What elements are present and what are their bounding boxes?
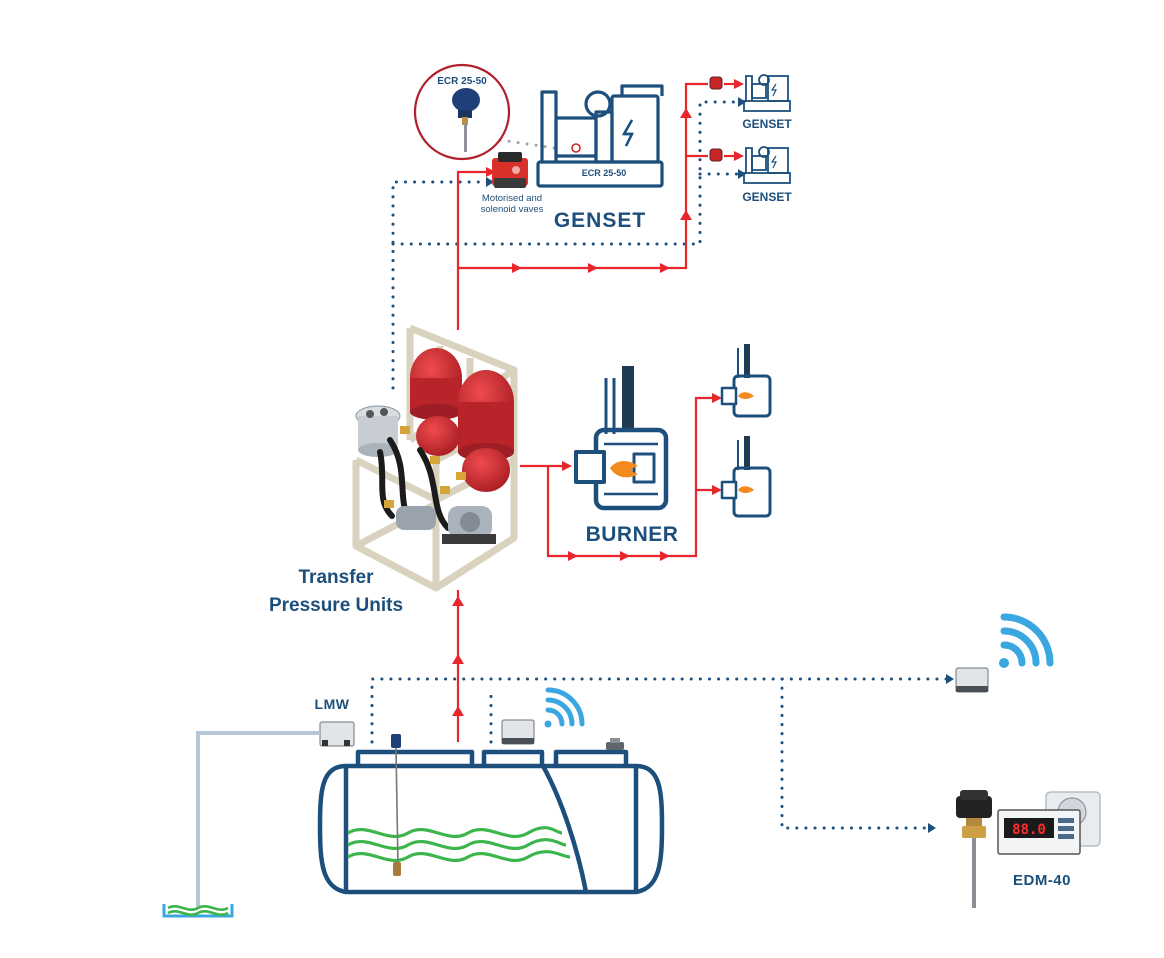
fuel-arrow-valve [486,167,496,177]
ecr-plate-label: ECR 25-50 [582,168,627,178]
tpu-label-line2: Pressure Units [269,595,403,616]
burner-small-1-icon [720,344,772,418]
fuel-arrow-burner-small-2 [712,485,722,495]
signal-arrowheads [486,97,954,833]
fuel-arrow-burner [562,461,572,471]
ecr-badge-label: ECR 25-50 [437,76,487,87]
fuel-arrow-burner-small-1 [712,393,722,403]
arrowhead-edm [928,823,936,833]
fuel-arrow-bypass-1 [568,551,578,561]
fuel-arrow-bypass-2 [620,551,630,561]
wifi-icon [999,613,1054,668]
arrowhead-transmitter-right [946,674,954,684]
fuel-line-to-genset-branch [458,82,708,270]
flame-icon [610,461,638,478]
arrowhead-genset-1 [738,97,746,107]
fuel-line-burner-bypass [546,396,718,558]
burner-label: BURNER [586,523,679,546]
fuel-arrow-right-2 [588,263,598,273]
tank-top-sensor-icon [606,738,624,750]
valve-label-line1: Motorised and [482,193,542,204]
fuel-arrow-right-3 [660,263,670,273]
arrowhead-genset-2 [738,169,746,179]
signal-line-ecr [498,138,557,150]
lightning-icon [621,119,634,147]
genset-small-1-label: GENSET [742,117,792,131]
signal-line-bottom [370,677,950,744]
motorised-valve-icon [492,152,528,188]
tank-transmitter-icon [501,719,535,745]
signal-line-horizontal-top [391,100,742,246]
genset-small-2-label: GENSET [742,190,792,204]
genset-main-label: GENSET [554,209,646,232]
fuel-tank-icon [317,749,665,895]
signal-lines [370,100,950,830]
signal-line-edm [780,677,932,830]
burner-main-icon [574,366,669,511]
tank-level-probe-icon [391,734,401,876]
fuel-arrow-bypass-3 [660,551,670,561]
genset-sensor-dot [571,143,581,153]
fuel-arrow-up-1 [452,706,464,716]
remote-receiver-icon [955,667,989,693]
fuel-arrow-up-3 [452,596,464,606]
ecr-badge: ECR 25-50 [413,63,511,161]
tpu-label-line1: Transfer [299,567,375,588]
edm-display-reading: 88.0 [1012,822,1046,838]
arrowhead-valve [486,177,494,187]
edm-label: EDM-40 [1013,872,1071,889]
fuel-arrow-genset-small-1 [734,79,744,89]
fuel-line-tpu-to-genset [456,170,492,330]
fuel-arrow-up-genset-2 [680,108,692,118]
valve-label-line2: solenoid vaves [481,204,544,215]
fuel-arrowheads [452,79,744,716]
ecr-sensor-icon [452,88,480,152]
fuel-arrow-up-genset-1 [680,210,692,220]
lmw-pipe [196,731,320,908]
wifi-icon [544,687,585,728]
genset-small-1-icon [709,74,791,112]
tank-fuel-waves [347,826,571,863]
water-sump-icon [162,904,234,918]
edm-40-device-icon: 88.0 [956,790,1101,908]
transfer-pressure-unit-icon [352,324,518,592]
burner-small-2-icon [720,436,772,518]
lmw-device-icon [319,721,355,747]
genset-small-2-icon [709,146,791,184]
lmw-label: LMW [315,696,350,712]
fuel-arrow-genset-small-2 [734,151,744,161]
fuel-arrow-right-1 [512,263,522,273]
fuel-arrow-up-2 [452,654,464,664]
